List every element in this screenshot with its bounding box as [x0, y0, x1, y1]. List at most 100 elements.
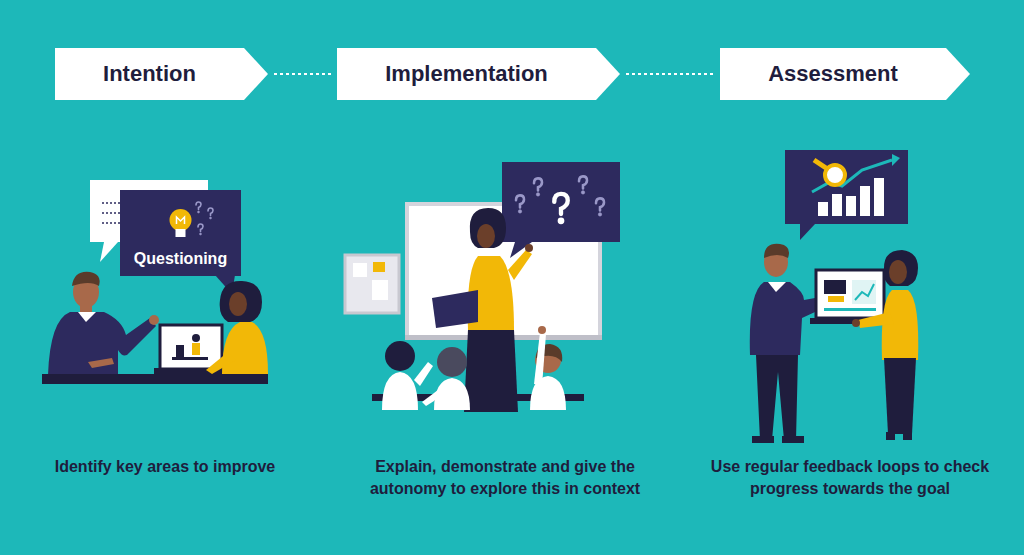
stage-banner: Intention [55, 48, 268, 100]
desk [42, 374, 268, 384]
speech-bubble [785, 150, 908, 224]
collar [78, 312, 96, 322]
magnifier-handle [814, 160, 826, 168]
dotted-connector [274, 74, 331, 75]
screen-content [828, 296, 844, 302]
question-marks [534, 178, 542, 196]
pupils [534, 332, 546, 386]
bubble-tail [800, 224, 815, 240]
question-marks [196, 202, 213, 235]
screen-content [855, 284, 874, 300]
bar-chart [846, 196, 856, 216]
shoe [782, 436, 804, 443]
skirt [884, 358, 916, 434]
hair [470, 208, 506, 248]
stage-caption: Use regular feedback loops to check prog… [690, 456, 1010, 500]
sweater [48, 312, 156, 375]
stage-title: Intention [103, 61, 196, 87]
screen-figure [192, 334, 200, 342]
bulb-base [176, 229, 186, 237]
hand [852, 319, 860, 327]
question-marks [579, 176, 587, 194]
screen-figure [172, 357, 208, 360]
question-marks [596, 198, 604, 216]
pupils [422, 390, 442, 406]
note [373, 262, 385, 272]
book [432, 290, 478, 328]
bubble-tail [100, 242, 118, 262]
screen-content [852, 280, 876, 304]
question-marks [198, 224, 203, 235]
laptop-screen [160, 325, 222, 369]
magnifier [825, 165, 845, 185]
arm [858, 312, 894, 328]
assessment-scene [750, 150, 919, 443]
stage-title: Implementation [385, 61, 548, 87]
bar-chart [818, 202, 828, 216]
sweater [222, 322, 268, 374]
screen-figure [176, 345, 184, 357]
stage-banner: Assessment [720, 48, 970, 100]
note [372, 280, 388, 300]
hair [220, 281, 262, 322]
implementation-scene [345, 162, 620, 412]
filament [177, 217, 185, 224]
intention-scene [42, 180, 268, 384]
bubble-label: Questioning [134, 250, 227, 268]
hair [884, 250, 918, 286]
hand [525, 244, 533, 252]
pupils [385, 341, 415, 371]
bar-chart [874, 178, 884, 216]
trousers [756, 355, 798, 440]
question-marks [196, 202, 201, 213]
stage-caption: Explain, demonstrate and give the autono… [335, 456, 675, 500]
lightbulb-icon [170, 209, 192, 237]
laptop-screen [816, 270, 884, 318]
bar-chart [832, 194, 842, 216]
bubble-fill [120, 190, 241, 276]
head [477, 224, 495, 248]
arm [206, 352, 236, 374]
speech-bubble [502, 162, 620, 242]
banner-arrow [55, 48, 268, 100]
question-marks [208, 208, 213, 219]
leg [903, 432, 912, 440]
screen-content [824, 280, 846, 294]
banner-arrow [720, 48, 970, 100]
trend-line [812, 160, 892, 192]
hand [149, 315, 159, 325]
screen-content [824, 308, 876, 311]
trend-arrow [892, 154, 900, 166]
stage-banner: Implementation [337, 48, 620, 100]
hand [88, 358, 114, 368]
arm [508, 250, 532, 280]
dotted-connector [626, 73, 714, 75]
leg [886, 432, 895, 440]
bulb [170, 209, 192, 231]
noticeboard [345, 255, 399, 313]
note [353, 263, 367, 277]
hair [72, 272, 100, 286]
pupils [414, 362, 433, 386]
head [229, 292, 247, 316]
dotted-connector [626, 74, 714, 75]
question-mark-large [554, 194, 568, 224]
banner-arrow [337, 48, 620, 100]
stage-title: Assessment [768, 61, 898, 87]
collar [768, 282, 786, 292]
speech-bubble: Questioning [120, 190, 241, 276]
stage-caption: Identify key areas to improve [45, 456, 285, 478]
shoe [752, 436, 774, 443]
head [889, 260, 907, 284]
question-marks [516, 195, 524, 213]
bar-chart [860, 186, 870, 216]
top [882, 290, 919, 360]
dotted-connector [274, 73, 331, 75]
pupils [382, 372, 418, 410]
hair [764, 244, 789, 258]
question-mark-large [554, 194, 568, 224]
pupils [538, 326, 546, 334]
pupils [382, 326, 566, 410]
screen-figure [192, 343, 200, 355]
